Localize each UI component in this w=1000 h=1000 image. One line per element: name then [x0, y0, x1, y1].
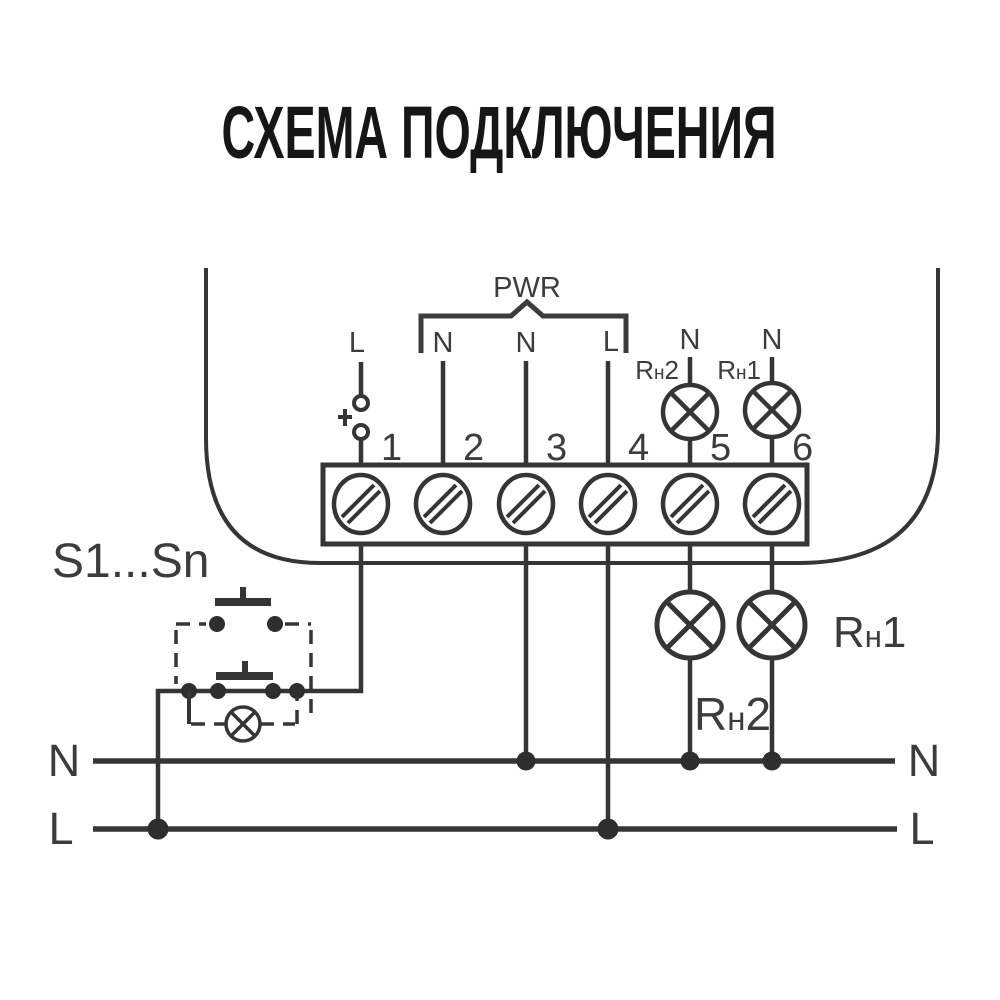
screw-terminal-3 [496, 472, 556, 536]
screw-terminals [331, 472, 802, 536]
pushbutton-actuator-stem [240, 587, 246, 598]
load-lamp-rh2 [654, 589, 726, 661]
page-title: СХЕМА ПОДКЛЮЧЕНИЯ [222, 92, 777, 175]
terminal-number-6: 6 [792, 427, 813, 469]
terminal-number-2: 2 [463, 427, 484, 469]
lamp-symbol-rh2-top [660, 382, 720, 442]
switch-bank [174, 587, 313, 743]
load-lamp-rh1 [736, 589, 808, 661]
terminal6-top-label: N [762, 324, 783, 356]
load-label-rh2-bottom: Rн2 [694, 688, 771, 740]
junction-dot [680, 751, 700, 771]
terminal-number-1: 1 [381, 427, 402, 469]
contact-dot [209, 616, 225, 632]
terminal1-top-label: L [349, 327, 365, 359]
screw-terminal-1 [331, 472, 391, 536]
junction-dot [762, 751, 782, 771]
load-label-rh2-top: Rн2 [635, 355, 679, 385]
terminal4-top-label: L [603, 326, 619, 358]
screw-terminal-5 [660, 472, 720, 536]
lamp-symbol-rh1-top [742, 380, 802, 440]
contact-dot [265, 683, 281, 699]
load-label-rh1-bottom: Rн1 [833, 608, 906, 657]
line-label-left: L [48, 803, 73, 854]
terminal2-top-label: N [433, 327, 454, 359]
terminal1-to-switches-wire [155, 544, 364, 829]
contact-circle [352, 394, 370, 412]
neutral-label-left: N [48, 735, 81, 786]
page-title-group: СХЕМА ПОДКЛЮЧЕНИЯ [222, 92, 777, 175]
pushbutton-actuator-stem [242, 661, 248, 672]
device-enclosure-outline [204, 268, 940, 565]
pushbutton-actuator-bar [215, 598, 271, 606]
load-label-rh1-top: Rн1 [717, 355, 761, 385]
junction-dot [597, 818, 619, 840]
contact-dot [289, 683, 305, 699]
terminal-number-4: 4 [628, 427, 649, 469]
screw-terminal-2 [413, 472, 473, 536]
indicator-lamp [224, 705, 262, 743]
neutral-label-right: N [908, 735, 941, 786]
pwr-bracket [418, 298, 629, 353]
junction-dot [516, 751, 536, 771]
contact-dot [210, 683, 226, 699]
terminal3-top-label: N [516, 327, 537, 359]
pwr-label: PWR [493, 272, 561, 304]
terminal5-top-label: N [680, 324, 701, 356]
contact-dot [267, 616, 283, 632]
junction-dot [147, 818, 169, 840]
screw-terminal-6 [742, 472, 802, 536]
terminal-block [320, 462, 810, 547]
terminal-number-5: 5 [710, 427, 731, 469]
line-label-right: L [909, 803, 934, 854]
input-wires: L N N L PWR N N Rн2 Rн1 [338, 272, 802, 472]
switch-bank-label: S1...Sn [52, 535, 209, 588]
screw-terminal-4 [578, 472, 638, 536]
terminal-number-3: 3 [546, 427, 567, 469]
pushbutton-actuator-bar [216, 672, 273, 680]
contact-circle [352, 423, 370, 441]
